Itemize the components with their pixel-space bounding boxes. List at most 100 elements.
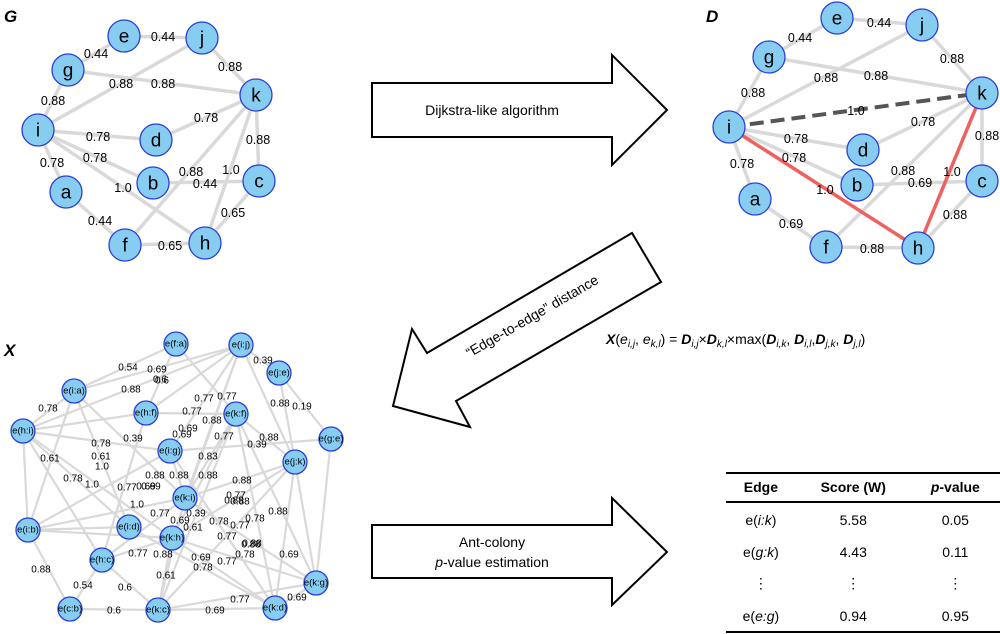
x-node-label: e(k:f) bbox=[225, 409, 247, 420]
table-row: e(g:k) 4.43 0.11 bbox=[726, 535, 1000, 567]
x-edge bbox=[72, 390, 131, 528]
edge-i-j bbox=[727, 23, 924, 129]
x-node-circle bbox=[262, 595, 288, 621]
edge-weight-label: 1.0 bbox=[943, 165, 960, 179]
node-b: b bbox=[840, 168, 874, 202]
x-nodes-layer: e(f:a)e(i:j)e(j:e)e(i:a)e(h:f)e(k:f)e(h:… bbox=[10, 331, 344, 623]
x-edge bbox=[175, 343, 237, 415]
cell-pvalue: 0.05 bbox=[941, 511, 969, 528]
node-j: j bbox=[905, 8, 939, 42]
edge-g-k bbox=[66, 68, 258, 97]
node-g: g bbox=[752, 40, 786, 74]
x-edge-weight-label: 0.61 bbox=[40, 454, 60, 465]
x-edge-weight-label: 0.61 bbox=[156, 571, 176, 582]
x-node-circle bbox=[89, 547, 115, 573]
x-edge-weight-label: 0.77 bbox=[150, 509, 170, 520]
edge-id-part: i:k bbox=[757, 511, 772, 528]
x-edge-weight-label: 0.69 bbox=[178, 424, 198, 435]
x-edge bbox=[145, 344, 242, 414]
x-node-circle bbox=[159, 525, 185, 551]
x-edge bbox=[169, 450, 276, 609]
x-edge-weight-label: 0.6 bbox=[107, 606, 121, 617]
x-node-label: e(i:j) bbox=[232, 340, 250, 351]
node-circle bbox=[107, 19, 141, 53]
node-i: i bbox=[712, 110, 746, 144]
x-node-circle bbox=[163, 331, 189, 357]
x-edge-weight-label: 0.39 bbox=[253, 356, 273, 367]
x-node: e(k:i) bbox=[172, 485, 198, 511]
x-edge bbox=[157, 581, 317, 612]
x-node-label: e(k:d) bbox=[263, 603, 287, 614]
edge-weight-label: 0.88 bbox=[860, 242, 884, 256]
x-node-label: e(k:c) bbox=[146, 605, 170, 616]
node-circle bbox=[188, 226, 222, 260]
edge-h-k bbox=[916, 92, 984, 249]
x-node-label: e(i:d) bbox=[118, 522, 140, 533]
cell-edge: e(e:g) bbox=[726, 599, 796, 632]
node-label: g bbox=[764, 48, 775, 69]
node-circle bbox=[712, 110, 746, 144]
node-label: k bbox=[251, 86, 261, 107]
x-edge-weight-label: 0.77 bbox=[217, 532, 237, 543]
edge-weight-label: 0.44 bbox=[193, 177, 217, 191]
x-edge-weight-label: 0.77 bbox=[214, 432, 234, 443]
x-node: e(j:k) bbox=[282, 449, 308, 475]
x-node-circle bbox=[266, 360, 292, 386]
node-j: j bbox=[185, 21, 219, 55]
edge-g-k bbox=[767, 55, 984, 95]
edge-id-part: g:k bbox=[755, 543, 775, 560]
x-edge-weight-label: 0.88 bbox=[242, 539, 262, 550]
edge-i-b bbox=[727, 125, 859, 187]
node-label: f bbox=[122, 236, 128, 257]
edge-weight-label: 0.69 bbox=[908, 176, 932, 190]
x-edge-weight-label: 0.69 bbox=[147, 365, 167, 376]
x-edge bbox=[145, 411, 237, 416]
header-edge: Edge bbox=[743, 479, 779, 495]
edge-weight-label: 0.88 bbox=[218, 60, 242, 74]
edge-weight-label: 0.88 bbox=[151, 77, 175, 91]
node-a: a bbox=[738, 182, 772, 216]
x-edge bbox=[278, 372, 332, 440]
x-edge-weight-label: 1.0 bbox=[85, 480, 99, 491]
node-label: a bbox=[61, 183, 72, 204]
table-row: e(e:g) 0.94 0.95 bbox=[726, 599, 1000, 632]
x-edge-weight-label: 0.88 bbox=[259, 433, 279, 444]
x-edge-weight-label: 0.69 bbox=[136, 482, 156, 493]
x-edge-weight-label: 0.77 bbox=[226, 491, 246, 502]
edge-id-part: ) bbox=[774, 607, 780, 624]
x-edge-weight-label: 0.19 bbox=[292, 402, 312, 413]
edge-weight-label: 0.88 bbox=[41, 94, 65, 108]
x-edge bbox=[171, 537, 276, 609]
results-table: Edge Score (W) p-value e(i:k) 5.58 0.05 … bbox=[726, 472, 1000, 633]
edge-id-part: e( bbox=[745, 511, 758, 528]
edge-d-k bbox=[861, 91, 984, 152]
edge-h-k bbox=[203, 93, 258, 245]
x-edge-weight-label: 0.88 bbox=[270, 399, 290, 410]
header-pvalue-rest: -value bbox=[939, 479, 980, 495]
x-edge bbox=[184, 460, 296, 500]
edge-weight-label: 0.44 bbox=[788, 31, 812, 45]
node-label: i bbox=[36, 121, 40, 142]
edge-weight-label: 0.88 bbox=[246, 133, 270, 147]
node-i: i bbox=[21, 113, 55, 147]
edge-weight-label: 0.88 bbox=[179, 165, 203, 179]
x-edge bbox=[157, 461, 296, 611]
edge-id-part: e:g bbox=[755, 607, 775, 624]
x-edge-weight-label: 0.61 bbox=[91, 452, 111, 463]
edge-i-h bbox=[36, 128, 207, 245]
edge-weight-label: 0.88 bbox=[891, 164, 915, 178]
x-node-label: e(c:b) bbox=[58, 604, 82, 615]
x-edge bbox=[171, 413, 237, 539]
node-circle bbox=[846, 133, 880, 167]
node-a: a bbox=[49, 175, 83, 209]
x-edge bbox=[184, 413, 237, 499]
x-node: e(k:g) bbox=[303, 570, 329, 596]
node-h: h bbox=[901, 231, 935, 265]
x-edge bbox=[69, 607, 159, 612]
x-node-circle bbox=[116, 514, 142, 540]
x-node: e(i:j) bbox=[228, 332, 254, 358]
node-k: k bbox=[239, 78, 273, 112]
node-circle bbox=[49, 175, 83, 209]
